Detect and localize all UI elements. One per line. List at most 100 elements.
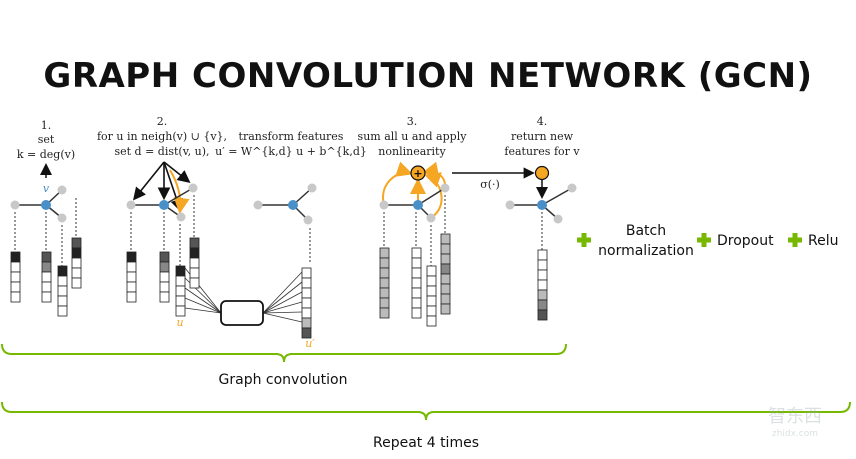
vector-cell: [440, 293, 451, 305]
vector-cell: [189, 277, 200, 289]
feature-vectors: [10, 233, 548, 339]
vector-cell: [189, 237, 200, 249]
vector-cell: [440, 253, 451, 265]
vector-cell: [379, 247, 390, 259]
repeat-label: Repeat 4 times: [373, 435, 479, 451]
batch-label-1: Batch: [626, 223, 666, 239]
vector-cell: [159, 271, 170, 283]
vector-cell: [426, 305, 437, 317]
vector-cell: [10, 261, 21, 273]
step-3-line-2: nonlinearity: [378, 145, 446, 158]
sigma-label: σ(·): [480, 178, 500, 191]
step-2-line-2: set d = dist(v, u),: [114, 145, 209, 158]
vector-cell: [175, 295, 186, 307]
vector-cell: [440, 303, 451, 315]
vector-cell: [10, 251, 21, 263]
vector-cell: [301, 317, 312, 329]
vector-cell: [537, 269, 548, 281]
vector-cell: [537, 309, 548, 321]
vector-cell: [189, 267, 200, 279]
plus-icon: [697, 233, 711, 247]
vector-cell: [537, 299, 548, 311]
vector-cell: [411, 277, 422, 289]
watermark-url: zhidx.com: [772, 429, 818, 439]
vector-cell: [301, 267, 312, 279]
watermark-cn: 智东西: [768, 406, 822, 427]
vector-cell: [175, 305, 186, 317]
step-2-line-1: for u in neigh(v) ∪ {v},: [97, 130, 227, 143]
node-v-label: v: [43, 182, 50, 195]
vector-cell: [126, 251, 137, 263]
vector-cell: [426, 285, 437, 297]
vector-cell: [159, 281, 170, 293]
vector-cell: [175, 265, 186, 277]
vector-cell: [301, 327, 312, 339]
output-node: [534, 165, 550, 181]
step-1-caption: 1. set k = deg(v): [17, 119, 75, 161]
vector-cell: [379, 267, 390, 279]
transform-box: [220, 300, 264, 326]
vector-cell: [301, 297, 312, 309]
neighbor-node: [10, 200, 20, 210]
vector-cell: [301, 277, 312, 289]
vector-cell: [159, 251, 170, 263]
vector-cell: [57, 285, 68, 297]
repeat-bracket: Repeat 4 times: [1, 401, 851, 451]
sum-symbol: +: [413, 167, 422, 180]
sum-node: [410, 165, 426, 181]
vector-cell: [411, 257, 422, 269]
center-node: [41, 200, 51, 210]
u-label: u: [176, 316, 183, 329]
step-4-caption: 4. return new features for v: [504, 115, 580, 158]
vector-cell: [57, 265, 68, 277]
vector-cell: [440, 233, 451, 245]
graph-convolution-bracket: Graph convolution: [1, 343, 567, 388]
vector-cell: [189, 257, 200, 269]
vector-cell: [41, 251, 52, 263]
vector-cell: [379, 287, 390, 299]
neighbor-node: [57, 213, 67, 223]
neighbor-node: [57, 185, 67, 195]
vector-cell: [57, 275, 68, 287]
vector-cell: [71, 247, 82, 259]
step-2-number: 2.: [157, 115, 168, 128]
watermark: 智东西 zhidx.com: [768, 406, 822, 439]
step-1-line-2: k = deg(v): [17, 148, 75, 161]
step-4-line-1: return new: [511, 130, 574, 143]
plus-icon: [577, 233, 591, 247]
panel-2b-graph: [253, 183, 317, 262]
vector-cell: [57, 295, 68, 307]
vector-cell: [71, 267, 82, 279]
vector-cell: [41, 271, 52, 283]
step-2b-caption: transform features u′ = W^{k,d} u + b^{k…: [215, 130, 367, 158]
panel-4-graph: [505, 165, 577, 250]
vector-cell: [440, 283, 451, 295]
vector-cell: [41, 281, 52, 293]
transform-block: u′: [184, 267, 315, 350]
vector-cell: [10, 291, 21, 303]
step-3-line-1: sum all u and apply: [358, 130, 468, 143]
vector-cell: [537, 259, 548, 271]
vector-cell: [537, 279, 548, 291]
step-3-caption: 3. sum all u and apply nonlinearity: [358, 115, 468, 158]
vector-cell: [126, 281, 137, 293]
vector-cell: [126, 261, 137, 273]
step-4-number: 4.: [537, 115, 548, 128]
vector-cell: [301, 307, 312, 319]
u-prime-label: u′: [305, 337, 315, 350]
step-2-caption: 2. for u in neigh(v) ∪ {v}, set d = dist…: [97, 115, 227, 158]
panel-2-graph: u: [126, 161, 198, 329]
vector-cell: [426, 315, 437, 327]
vector-cell: [71, 237, 82, 249]
vector-cell: [426, 295, 437, 307]
vector-cell: [537, 289, 548, 301]
graph-convolution-label: Graph convolution: [219, 372, 348, 388]
vector-cell: [440, 243, 451, 255]
panel-1-graph: v: [10, 163, 77, 266]
vector-cell: [126, 291, 137, 303]
vector-cell: [159, 261, 170, 273]
vector-cell: [411, 297, 422, 309]
vector-cell: [301, 287, 312, 299]
vector-cell: [411, 247, 422, 259]
